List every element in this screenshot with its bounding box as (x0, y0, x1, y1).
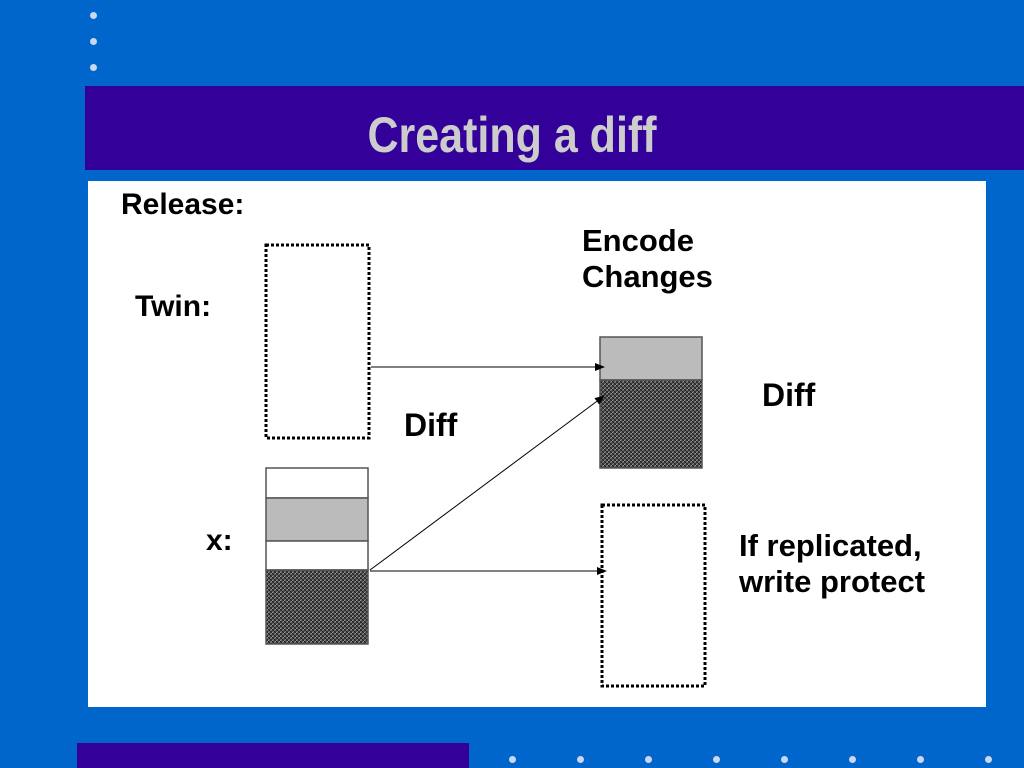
write-protected-page (600, 503, 707, 688)
twin-label: Twin: (135, 290, 212, 323)
x-page-modified-segment (265, 497, 369, 542)
decor-dot (917, 756, 924, 763)
diff-label-right: Diff (762, 377, 816, 413)
decor-dot (713, 756, 720, 763)
decor-dot (509, 756, 516, 763)
diff-header-block (599, 336, 703, 381)
x-to-diff-arrow (369, 395, 605, 571)
encode-label: Encode Changes (582, 223, 713, 295)
x-label: x: (206, 524, 233, 557)
diff-label-middle: Diff (404, 407, 458, 443)
decor-dot (577, 756, 584, 763)
x-page-middle-segment (265, 540, 369, 571)
diagram-panel: Release: Twin: x: Diff Encode Changes Di… (88, 181, 986, 707)
slide-title: Creating a diff (367, 107, 657, 163)
x-page-hatched-segment (265, 569, 369, 645)
twin-page (264, 243, 371, 440)
encode-line-1: Encode (582, 223, 694, 258)
decor-dot (90, 38, 97, 45)
decor-dot (985, 756, 992, 763)
decor-dot (781, 756, 788, 763)
decor-dot (90, 12, 97, 19)
diff-diagram (264, 243, 707, 688)
title-bar (85, 86, 1024, 170)
x-page-top-segment (265, 467, 369, 499)
replicated-line-1: If replicated, (739, 528, 922, 563)
replicated-label: If replicated, write protect (739, 528, 925, 600)
decor-dot (645, 756, 652, 763)
replicated-line-2: write protect (739, 564, 926, 599)
decor-dot (90, 64, 97, 71)
decor-dot (849, 756, 856, 763)
encode-line-2: Changes (582, 259, 713, 294)
footer-bar (77, 743, 469, 768)
diff-data-block (599, 379, 703, 469)
release-label: Release: (121, 188, 245, 221)
